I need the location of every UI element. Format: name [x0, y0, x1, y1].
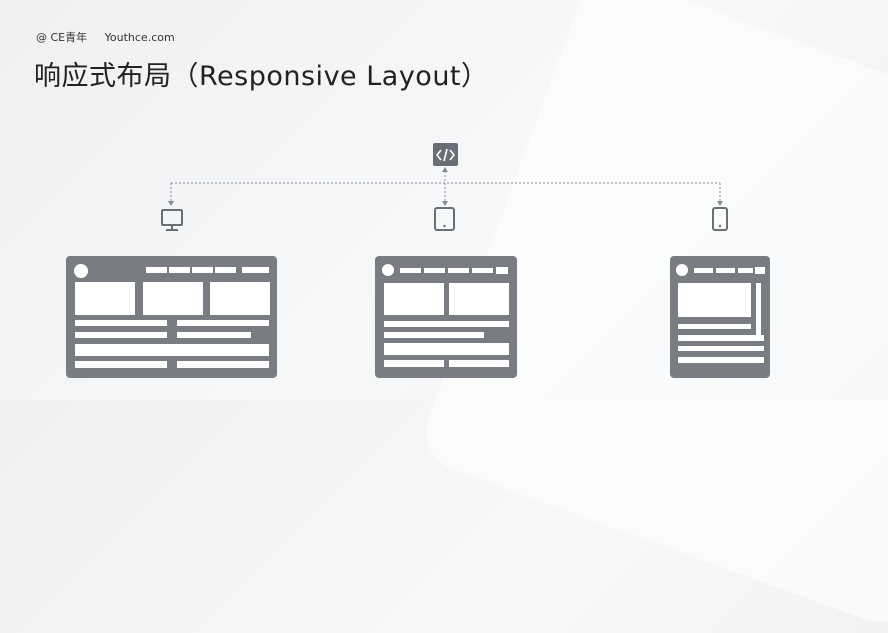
nav-item — [716, 268, 735, 273]
page-title: 响应式布局（Responsive Layout） — [34, 61, 489, 92]
credit-symbol: @ — [36, 31, 47, 44]
text-line — [678, 324, 751, 329]
text-line — [678, 346, 764, 351]
connector-lines — [170, 171, 721, 203]
text-line — [177, 361, 269, 368]
logo-circle — [676, 264, 688, 276]
text-line — [384, 360, 444, 367]
text-line — [75, 320, 167, 326]
text-line — [177, 320, 269, 326]
scrollbar — [756, 283, 761, 338]
content-card — [678, 283, 751, 317]
nav-item — [242, 267, 269, 273]
nav-item — [738, 268, 753, 273]
tablet-layout-wireframe — [375, 256, 517, 378]
nav-item — [146, 267, 167, 273]
text-line — [384, 332, 484, 338]
text-line — [75, 332, 167, 338]
text-line — [384, 343, 509, 355]
content-card — [75, 282, 135, 315]
text-line — [75, 344, 269, 356]
text-line — [384, 321, 509, 327]
nav-item — [169, 267, 190, 273]
content-card — [143, 282, 203, 315]
credit-line: @ CE青年 Youthce.com — [36, 29, 175, 45]
credit-brand: CE青年 — [50, 31, 88, 44]
nav-item — [694, 268, 713, 273]
mobile-icon — [712, 207, 728, 231]
text-line — [75, 361, 167, 368]
text-line — [177, 332, 251, 338]
content-card — [449, 283, 509, 315]
logo-circle — [382, 264, 394, 276]
desktop-icon — [161, 209, 183, 231]
connector-diagram — [161, 143, 728, 231]
code-icon — [433, 143, 458, 166]
nav-item — [192, 267, 213, 273]
more-menu-icon — [755, 267, 765, 274]
nav-item — [448, 268, 469, 273]
mobile-layout-wireframe — [670, 256, 770, 378]
nav-item — [424, 268, 445, 273]
logo-circle — [74, 264, 88, 278]
nav-item — [215, 267, 236, 273]
credit-site: Youthce.com — [104, 31, 175, 44]
content-card — [210, 282, 270, 315]
nav-item — [472, 268, 493, 273]
tablet-icon — [434, 207, 455, 231]
connector-arrows — [168, 167, 723, 206]
more-menu-icon — [496, 267, 508, 274]
desktop-layout-wireframe — [66, 256, 277, 378]
text-line — [678, 335, 764, 341]
text-line — [678, 357, 764, 363]
nav-item — [400, 268, 421, 273]
content-card — [384, 283, 444, 315]
text-line — [449, 360, 509, 367]
